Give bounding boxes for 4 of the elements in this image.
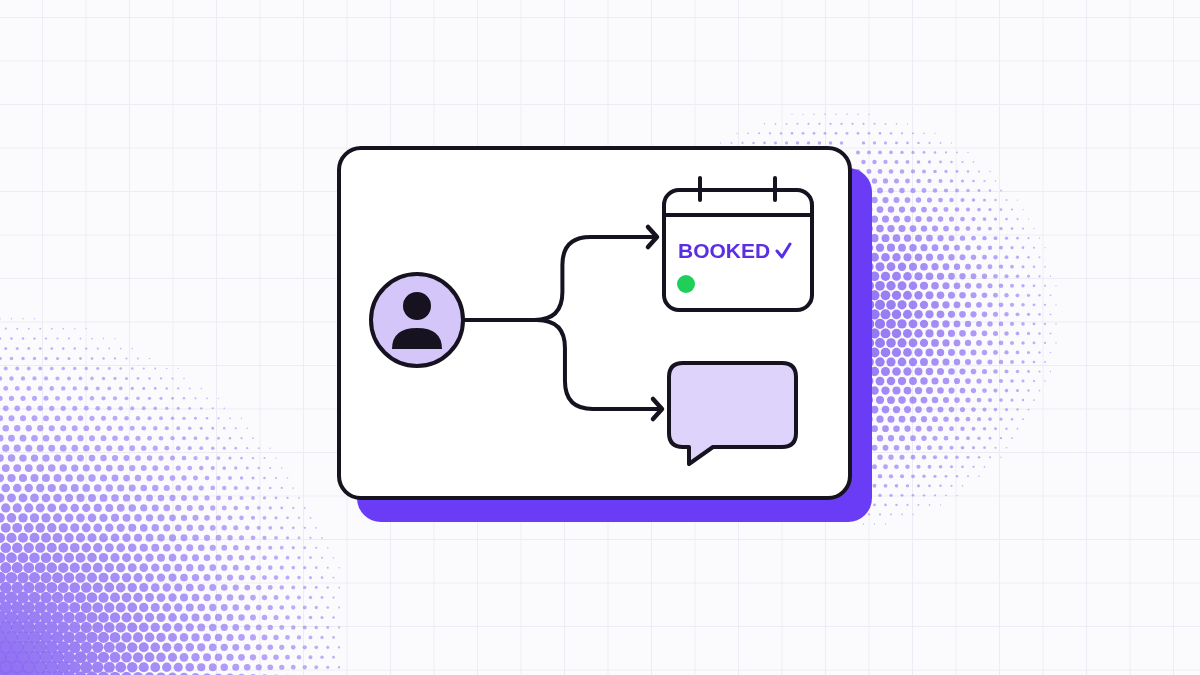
status-text: BOOKED (678, 240, 771, 261)
calendar (662, 176, 814, 312)
speech-bubble (667, 361, 798, 467)
arrow (463, 318, 665, 422)
